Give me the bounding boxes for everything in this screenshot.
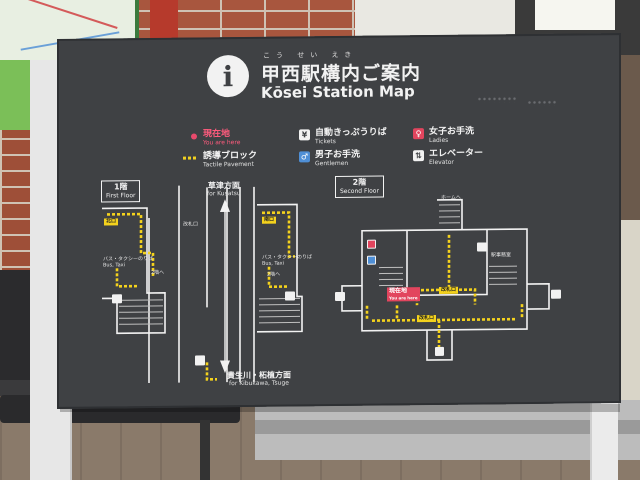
direction-kusatsu: 草津方面 for Kusatsu <box>207 181 241 198</box>
sign-stand-base <box>255 400 640 460</box>
ticket-gate-label-2f-a: 改札口 <box>439 286 459 294</box>
board-shadow <box>60 404 620 412</box>
station-map-board: i こう せい えき 甲西駅構内ご案内 Kōsei Station Map 現在… <box>57 33 621 409</box>
station-office-label: 駅事務室 <box>491 252 512 259</box>
bench-leg <box>200 420 210 480</box>
north-exit-label: 北口 <box>104 218 119 226</box>
ticket-gate-label-2f-b: 改札口 <box>417 314 437 323</box>
to-second-floor-label-north: 2階へ <box>151 269 165 276</box>
second-floor-badge: 2階 Second Floor <box>335 175 384 199</box>
to-platform-label: ホームへ <box>441 194 461 201</box>
direction-kibukawa-tsuge: 貴生川・柘植方面 for Kibukawa, Tsuge <box>227 370 291 388</box>
station-floor-map-drawing <box>102 185 561 383</box>
south-exit-label: 南口 <box>262 216 277 224</box>
ticket-gate-label-1f: 改札口 <box>183 221 199 228</box>
to-second-floor-label-south: 2階へ <box>267 271 281 278</box>
first-floor-badge: 1階 First Floor <box>101 180 141 203</box>
